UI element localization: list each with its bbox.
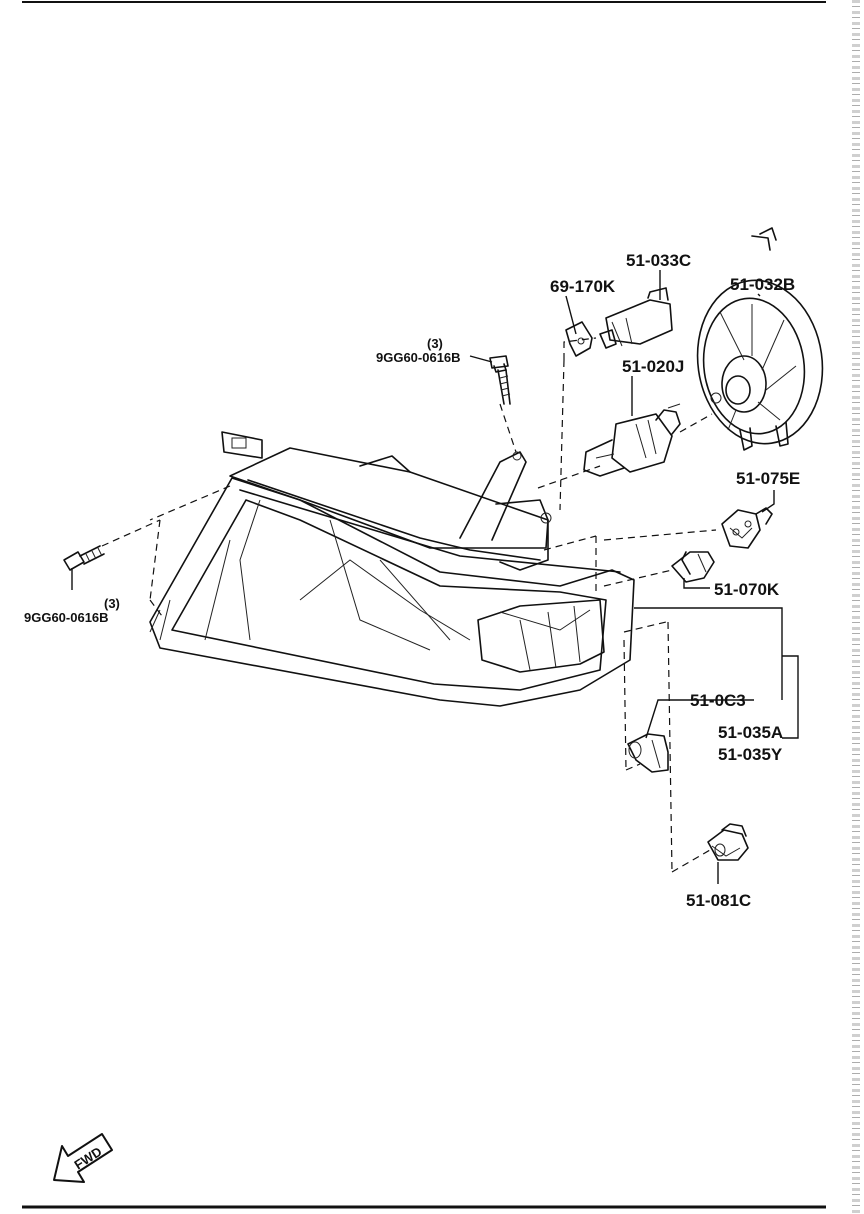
label-51-032B: 51-032B: [730, 275, 795, 294]
part-51-032B-dust-cover[interactable]: [687, 227, 833, 452]
label-51-070K: 51-070K: [714, 580, 780, 599]
label-51-035Y: 51-035Y: [718, 745, 783, 764]
part-51-0C3-bulb[interactable]: [627, 733, 669, 773]
part-69-170K-clip[interactable]: [565, 321, 593, 357]
label-bolt-top: 9GG60-0616B: [376, 350, 461, 365]
leader-51-0C3: [645, 699, 754, 739]
fwd-arrow-icon: FWD: [53, 1133, 113, 1183]
label-69-170K: 69-170K: [550, 277, 616, 296]
leader-bolt-top: [469, 355, 493, 363]
leader-51-032B: [757, 293, 761, 297]
part-51-070K-bulb[interactable]: [671, 551, 715, 583]
leader-51-070K: [683, 578, 710, 589]
label-51-033C: 51-033C: [626, 251, 691, 270]
bolt-left[interactable]: [63, 545, 105, 571]
part-51-033C-socket[interactable]: [599, 287, 673, 349]
label-51-035A: 51-035A: [718, 723, 783, 742]
label-51-020J: 51-020J: [622, 357, 684, 376]
scan-edge: [852, 0, 860, 1214]
label-bolt-left: 9GG60-0616B: [24, 610, 109, 625]
label-51-075E: 51-075E: [736, 469, 800, 488]
part-51-020J-bulb[interactable]: [583, 403, 681, 477]
label-51-0C3: 51-0C3: [690, 691, 746, 710]
label-bolt-left-qty: (3): [104, 596, 120, 611]
label-51-081C: 51-081C: [686, 891, 751, 910]
leader-51-075E: [761, 490, 775, 513]
bolt-top[interactable]: [489, 355, 511, 405]
part-51-081C-socket[interactable]: [707, 823, 749, 861]
part-51-075E-socket[interactable]: [721, 507, 773, 549]
assembly-dashed-lines: [101, 337, 717, 873]
label-bolt-top-qty: (3): [427, 336, 443, 351]
bracket-group: [634, 607, 799, 739]
headlamp-assembly[interactable]: [149, 431, 635, 707]
leader-69-170K: [565, 295, 577, 335]
